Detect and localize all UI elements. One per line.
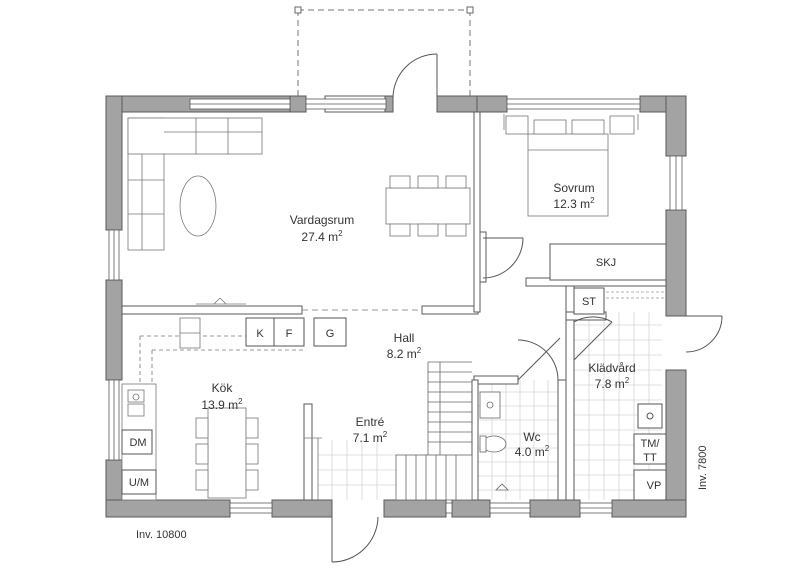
st-box <box>573 287 605 315</box>
room-wc-area: 4.0 m2 <box>515 444 550 459</box>
vp-box <box>633 469 667 501</box>
label-vp: VP <box>647 480 662 492</box>
room-sovrum-name: Sovrum <box>553 181 594 195</box>
window-living-top-left <box>189 98 291 110</box>
terrace-outline <box>297 9 471 96</box>
room-kok-area: 13.9 m2 <box>201 397 243 412</box>
window-wc-bottom <box>489 502 531 514</box>
room-sovrum-area: 12.3 m2 <box>553 196 595 211</box>
corner-sofa <box>127 117 263 251</box>
terrace-corner-posts <box>294 6 474 14</box>
dishwasher-box <box>121 429 153 455</box>
room-kladvard-name: Klädvård <box>588 361 635 375</box>
sink-2 <box>127 403 145 417</box>
double-bed <box>527 133 609 217</box>
kladvard-tiles <box>574 312 662 500</box>
label-tt: TT <box>643 452 657 464</box>
interior-walls <box>121 111 667 501</box>
window-stair-bottom <box>445 502 453 514</box>
window-living-top-right <box>305 98 387 110</box>
staircase <box>395 361 473 501</box>
label-st: ST <box>582 296 596 308</box>
floor-tiles <box>318 312 662 500</box>
bedroom-furniture <box>503 114 639 217</box>
label-dm: DM <box>129 437 146 449</box>
window-living-left <box>108 229 120 281</box>
label-skj: SKJ <box>596 257 616 269</box>
room-kok-name: Kök <box>212 381 234 395</box>
nightstand-left <box>505 115 529 135</box>
window-bedroom-top <box>506 98 641 110</box>
laundry-shelves <box>606 291 664 299</box>
door-bedroom <box>482 237 524 279</box>
entre-tiles <box>318 440 396 500</box>
room-labels: Vardagsrum 27.4 m2 Sovrum 12.3 m2 Hall 8… <box>201 181 635 459</box>
room-vardagsrum-area: 27.4 m2 <box>301 229 343 244</box>
tv-unit <box>196 297 246 305</box>
dimension-width: Inv. 10800 <box>136 529 187 541</box>
coffee-table <box>179 175 217 237</box>
wc-floor-drain <box>495 483 509 491</box>
room-entre-name: Entré <box>356 415 385 429</box>
tm-box <box>633 433 667 465</box>
label-g: G <box>326 328 335 340</box>
room-hall-name: Hall <box>394 331 415 345</box>
room-kladvard-area: 7.8 m2 <box>595 376 630 391</box>
door-laundry <box>573 316 613 361</box>
door-terrace <box>392 53 438 99</box>
label-tm: TM/ <box>641 438 661 450</box>
appliance-boxes <box>121 287 667 501</box>
fixture-labels: SKJ ST K F G DM U/M TM/ TT VP <box>129 257 661 492</box>
living-furniture <box>127 117 471 311</box>
fridge-box <box>245 317 275 347</box>
wc-fixtures <box>479 391 509 491</box>
room-vardagsrum-name: Vardagsrum <box>290 213 354 227</box>
room-hall-area: 8.2 m2 <box>387 346 422 361</box>
label-um: U/M <box>129 477 149 489</box>
nightstand-right <box>609 115 635 135</box>
dining-table-kitchen <box>207 407 247 499</box>
dining-table <box>385 175 471 237</box>
freezer-box <box>273 317 305 347</box>
label-f: F <box>286 328 293 340</box>
window-bedroom-right <box>669 155 683 211</box>
room-entre-area: 7.1 m2 <box>353 430 388 445</box>
g-box <box>313 317 347 347</box>
oven-box <box>121 469 157 495</box>
door-entrance <box>331 516 379 563</box>
windows <box>108 98 683 514</box>
doors <box>331 53 723 563</box>
stove-burner <box>132 393 140 401</box>
room-wc-name: Wc <box>523 430 540 444</box>
dimension-depth: Inv. 7800 <box>697 446 709 490</box>
door-wc <box>517 337 561 381</box>
window-laundry-bottom <box>579 502 613 514</box>
door-laundry-exterior <box>685 315 723 353</box>
window-kitchen-bottom <box>229 502 273 514</box>
window-kitchen-left <box>108 379 120 461</box>
label-k: K <box>256 328 264 340</box>
